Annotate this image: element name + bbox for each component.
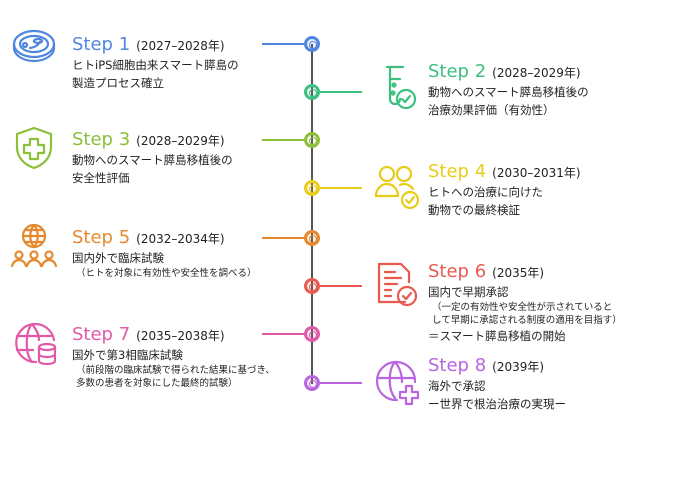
step-years: (2035年) bbox=[492, 266, 545, 280]
step-label: Step 6 bbox=[428, 261, 487, 282]
timeline-node-step-5 bbox=[304, 230, 320, 246]
step-description-line: （一定の有効性や安全性が示されていると bbox=[432, 302, 613, 313]
document-check-icon bbox=[373, 260, 421, 308]
step-description-line: 治療効果評価（有効性） bbox=[428, 103, 555, 117]
timeline-spine bbox=[311, 44, 313, 384]
step-description-line: 製造プロセス確立 bbox=[72, 76, 164, 90]
step-label: Step 1 bbox=[72, 34, 131, 55]
step-years: (2035–2038年) bbox=[136, 329, 225, 343]
connector-step-4 bbox=[320, 187, 362, 189]
step-title-row: Step 7 (2035–2038年) bbox=[72, 324, 275, 346]
step-description-line: 国外で第3相臨床試験 bbox=[72, 348, 183, 362]
step-label: Step 3 bbox=[72, 129, 131, 150]
step-title-row: Step 2 (2028–2029年) bbox=[428, 61, 589, 83]
step-label: Step 5 bbox=[72, 227, 131, 248]
step-description-line: 動物へのスマート膵島移植後の bbox=[72, 153, 233, 167]
step-years: (2032–2034年) bbox=[136, 232, 225, 246]
step-description-line: 多数の患者を対象にした最終的試験） bbox=[76, 378, 238, 389]
timeline-node-step-2 bbox=[304, 84, 320, 100]
step-title-row: Step 3 (2028–2029年) bbox=[72, 129, 233, 151]
globe-people-icon bbox=[10, 222, 58, 270]
connector-step-6 bbox=[320, 285, 362, 287]
step-description-line: （前段階の臨床試験で得られた結果に基づき、 bbox=[76, 365, 275, 376]
step-description-line: 国内で早期承認 bbox=[428, 285, 509, 299]
step-2-card: Step 2 (2028–2029年) 動物へのスマート膵島移植後の治療効果評価（有… bbox=[428, 61, 589, 119]
step-3-card: Step 3 (2028–2029年) 動物へのスマート膵島移植後の安全性評価 bbox=[72, 129, 233, 187]
users-check-icon bbox=[373, 162, 421, 210]
connector-step-3 bbox=[262, 139, 304, 141]
step-label: Step 8 bbox=[428, 355, 487, 376]
connector-step-1 bbox=[262, 43, 304, 45]
step-description-line: 動物での最終検証 bbox=[428, 203, 520, 217]
step-label: Step 2 bbox=[428, 61, 487, 82]
step-years: (2027–2028年) bbox=[136, 39, 225, 53]
step-title-row: Step 4 (2030–2031年) bbox=[428, 161, 581, 183]
test-tube-check-icon bbox=[373, 63, 421, 111]
petri-dish-icon bbox=[10, 22, 58, 70]
connector-step-8 bbox=[320, 382, 362, 384]
step-4-card: Step 4 (2030–2031年) ヒトへの治療に向けた動物での最終検証 bbox=[428, 161, 581, 219]
step-title-row: Step 1 (2027–2028年) bbox=[72, 34, 239, 56]
step-years: (2028–2029年) bbox=[136, 134, 225, 148]
step-description-line: して早期に承認される制度の適用を目指す） bbox=[432, 315, 622, 326]
timeline-node-step-1 bbox=[304, 36, 320, 52]
step-description-line: ヒトへの治療に向けた bbox=[428, 185, 543, 199]
step-description-line: 国内外で臨床試験 bbox=[72, 251, 164, 265]
timeline-node-step-3 bbox=[304, 132, 320, 148]
step-description-line: ー世界で根治治療の実現ー bbox=[428, 397, 566, 411]
connector-step-2 bbox=[320, 91, 362, 93]
shield-plus-icon bbox=[10, 124, 58, 172]
step-1-card: Step 1 (2027–2028年) ヒトiPS細胞由来スマート膵島の製造プロセス… bbox=[72, 34, 239, 92]
timeline-node-step-4 bbox=[304, 180, 320, 196]
step-description-line: 安全性評価 bbox=[72, 171, 130, 185]
step-description-line: ヒトiPS細胞由来スマート膵島の bbox=[72, 58, 239, 72]
step-label: Step 4 bbox=[428, 161, 487, 182]
connector-step-7 bbox=[262, 333, 304, 335]
timeline-node-step-7 bbox=[304, 326, 320, 342]
step-title-row: Step 8 (2039年) bbox=[428, 355, 566, 377]
step-description-line: ＝スマート膵島移植の開始 bbox=[428, 329, 566, 343]
timeline-node-step-8 bbox=[304, 375, 320, 391]
timeline-node-step-6 bbox=[304, 278, 320, 294]
step-title-row: Step 5 (2032–2034年) bbox=[72, 227, 257, 249]
step-5-card: Step 5 (2032–2034年) 国内外で臨床試験 （ヒトを対象に有効性や安全性… bbox=[72, 227, 257, 280]
step-description-line: 海外で承認 bbox=[428, 379, 486, 393]
step-7-card: Step 7 (2035–2038年) 国外で第3相臨床試験 （前段階の臨床試験で得ら… bbox=[72, 324, 275, 390]
connector-step-5 bbox=[262, 237, 304, 239]
globe-plus-icon bbox=[373, 358, 421, 406]
step-years: (2039年) bbox=[492, 360, 545, 374]
step-6-card: Step 6 (2035年) 国内で早期承認 （一定の有効性や安全性が示されているとし… bbox=[428, 261, 622, 345]
step-years: (2028–2029年) bbox=[492, 66, 581, 80]
step-title-row: Step 6 (2035年) bbox=[428, 261, 622, 283]
step-8-card: Step 8 (2039年) 海外で承認ー世界で根治治療の実現ー bbox=[428, 355, 566, 413]
step-description-line: （ヒトを対象に有効性や安全性を調べる） bbox=[76, 268, 257, 279]
step-label: Step 7 bbox=[72, 324, 131, 345]
step-years: (2030–2031年) bbox=[492, 166, 581, 180]
step-description-line: 動物へのスマート膵島移植後の bbox=[428, 85, 589, 99]
globe-database-icon bbox=[10, 320, 58, 368]
